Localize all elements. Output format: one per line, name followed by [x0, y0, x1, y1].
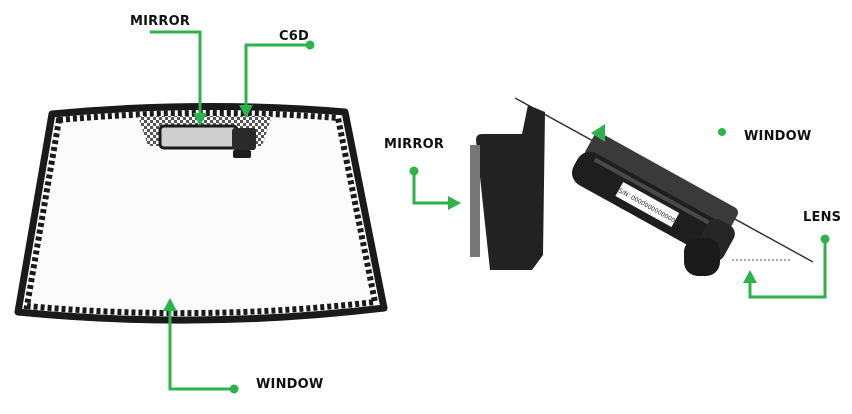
camera-front: [232, 128, 256, 158]
rear-view-mirror-side: [470, 105, 545, 270]
camera-lens: [684, 238, 720, 276]
window-marker-side: [591, 124, 726, 142]
windshield-front-view: [14, 102, 388, 324]
windshield-dotted-border: [23, 109, 379, 317]
label-window-front: WINDOW: [256, 377, 324, 392]
label-c6d: C6D: [279, 29, 309, 44]
leader-mirror-front: [150, 30, 207, 126]
leader-c6d-front: [239, 40, 315, 118]
label-lens: LENS: [803, 210, 842, 225]
rear-view-mirror-front: [158, 124, 239, 150]
label-mirror-side: MIRROR: [384, 137, 445, 152]
side-view: S/N: 0000000000000: [470, 97, 814, 276]
leader-window-front: [163, 298, 239, 394]
dashcam-side: S/N: 0000000000000: [571, 132, 739, 262]
label-window-side: WINDOW: [744, 129, 812, 144]
leader-mirror-side: [409, 166, 461, 210]
label-mirror-front: MIRROR: [130, 14, 191, 29]
leader-lens-side: [743, 234, 830, 299]
